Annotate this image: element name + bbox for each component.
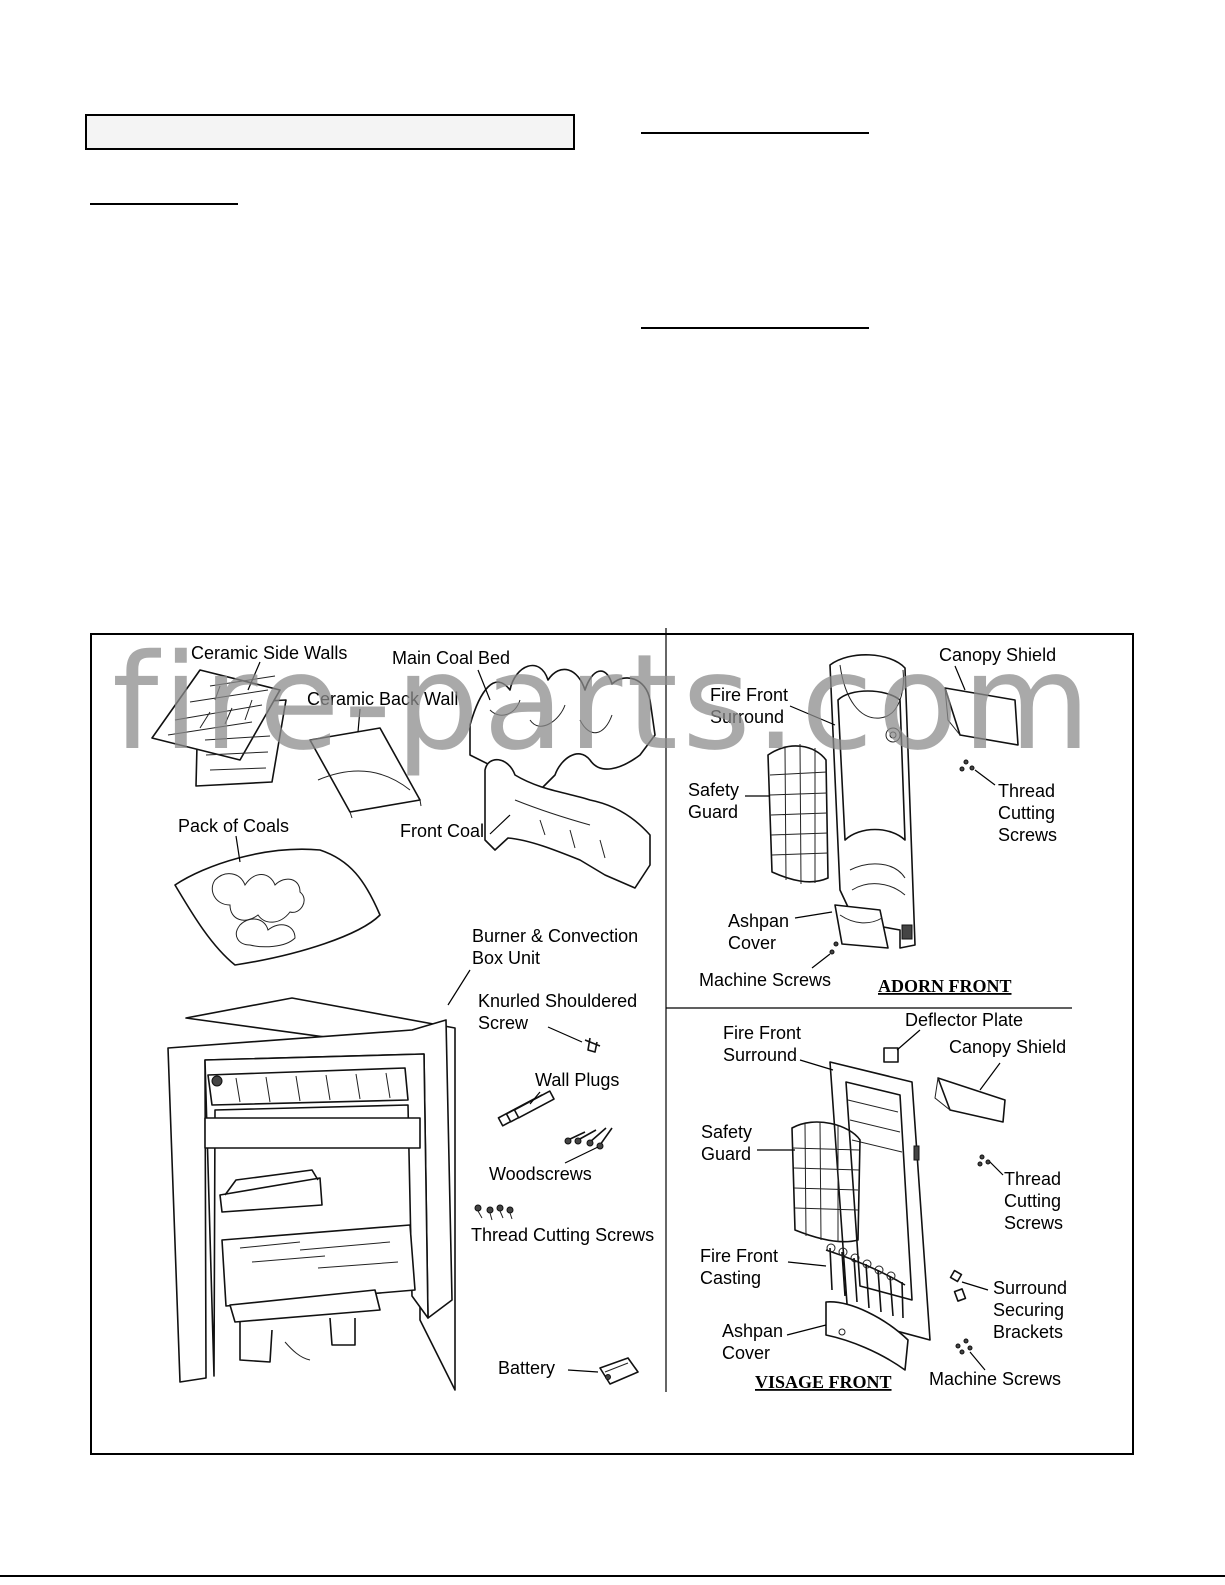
knurled-screw-illustration [584,1037,601,1053]
ceramic-side-walls-illustration [151,669,287,787]
adorn-label-ashpan-line2: Cover [728,933,776,953]
visage-front-caption: VISAGE FRONT [755,1372,892,1392]
ceramic-back-wall-illustration [309,727,422,819]
adorn-label-ashpan-line1: Ashpan [728,911,789,931]
label-burner-line2: Box Unit [472,948,540,968]
woodscrews-illustration [564,1127,613,1150]
visage-label-ashpan-line1: Ashpan [722,1321,783,1341]
visage-label-tcs-line1: Thread [1004,1169,1061,1189]
burner-convection-box-illustration [167,997,456,1391]
label-main-coal-bed: Main Coal Bed [392,648,510,668]
battery-illustration [599,1357,639,1385]
visage-label-surround-line1: Fire Front [723,1023,801,1043]
label-burner-line1: Burner & Convection [472,926,638,946]
visage-label-casting-line2: Casting [700,1268,761,1288]
adorn-label-surround-line1: Fire Front [710,685,788,705]
visage-label-machine-screws: Machine Screws [929,1369,1061,1389]
right-heading-underline-2 [641,327,869,329]
visage-label-brackets-line3: Brackets [993,1322,1063,1342]
watermark-text: fire-parts.com [112,626,1095,780]
adorn-canopy-shield-illustration [944,687,1019,746]
adorn-label-tcs-line1: Thread [998,781,1055,801]
visage-thread-cutting-screws-illustration [977,1154,991,1167]
visage-label-tcs-line3: Screws [1004,1213,1063,1233]
label-ceramic-back-wall: Ceramic Back Wall [307,689,458,709]
adorn-thread-cutting-screws-illustration [959,759,975,772]
adorn-label-guard-line2: Guard [688,802,738,822]
visage-label-guard-line1: Safety [701,1122,752,1142]
visage-surround-brackets-illustration [949,1269,967,1302]
visage-safety-guard-illustration [791,1121,861,1243]
main-coal-bed-illustration [469,664,656,791]
adorn-label-guard-line1: Safety [688,780,739,800]
adorn-front-caption: ADORN FRONT [878,976,1012,996]
label-thread-cutting-screws: Thread Cutting Screws [471,1225,654,1245]
thread-cutting-screws-illustration [474,1204,514,1221]
label-battery: Battery [498,1358,555,1378]
visage-label-guard-line2: Guard [701,1144,751,1164]
adorn-ashpan-cover-illustration [834,904,889,949]
visage-fire-front-casting-illustration [825,1243,906,1319]
adorn-surround-illustration [829,654,916,949]
adorn-label-tcs-line3: Screws [998,825,1057,845]
section-title-box [85,114,575,150]
wall-plugs-illustration [497,1090,555,1127]
adorn-safety-guard-illustration [767,743,829,885]
visage-machine-screws-illustration [955,1338,973,1355]
label-knurled-line1: Knurled Shouldered [478,991,637,1011]
page-bottom-rule [0,1575,1225,1577]
visage-leaders [757,1029,1004,1371]
front-coal-illustration [484,758,651,889]
adorn-label-tcs-line2: Cutting [998,803,1055,823]
visage-canopy-shield-illustration [934,1077,1006,1123]
right-heading-underline-1 [641,132,869,134]
visage-deflector-plate-illustration [883,1047,899,1063]
adorn-machine-screws-illustration [829,941,839,955]
adorn-label-canopy-shield: Canopy Shield [939,645,1056,665]
adorn-label-machine-screws: Machine Screws [699,970,831,990]
adorn-label-surround-line2: Surround [710,707,784,727]
label-pack-of-coals: Pack of Coals [178,816,289,836]
left-panel-leaders [235,661,599,1373]
label-woodscrews: Woodscrews [489,1164,592,1184]
visage-label-ashpan-line2: Cover [722,1343,770,1363]
visage-label-brackets-line1: Surround [993,1278,1067,1298]
visage-label-tcs-line2: Cutting [1004,1191,1061,1211]
visage-label-surround-line2: Surround [723,1045,797,1065]
pack-of-coals-illustration [174,848,381,966]
visage-label-casting-line1: Fire Front [700,1246,778,1266]
visage-label-deflector-plate: Deflector Plate [905,1010,1023,1030]
left-heading-underline [90,203,238,205]
adorn-leaders [745,665,996,969]
label-knurled-line2: Screw [478,1013,529,1033]
visage-label-brackets-line2: Securing [993,1300,1064,1320]
visage-ashpan-cover-illustration [825,1301,909,1371]
parts-figure-frame [90,633,1134,1455]
label-wall-plugs: Wall Plugs [535,1070,619,1090]
label-ceramic-side-walls: Ceramic Side Walls [191,643,347,663]
label-front-coal: Front Coal [400,821,484,841]
visage-label-canopy-shield: Canopy Shield [949,1037,1066,1057]
